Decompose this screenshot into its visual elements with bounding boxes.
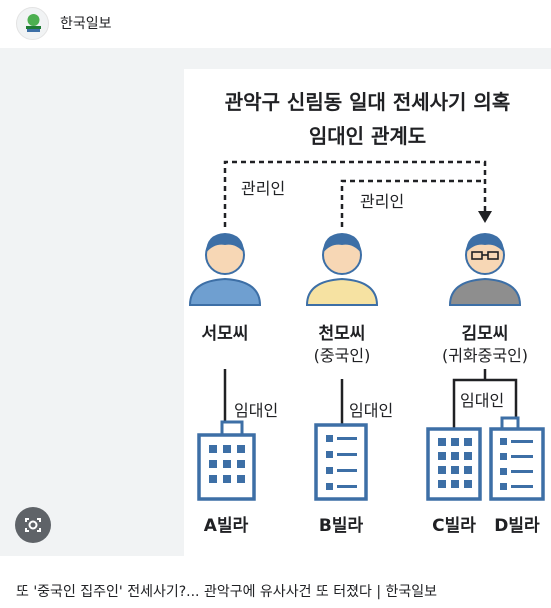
person-name-1: 서모씨 [202,324,249,344]
result-header: 한국일보 [0,0,551,48]
villa-label-c: C빌라 [432,516,476,536]
person-name-3: 김모씨 [462,324,509,344]
infographic-title-line1: 관악구 신림동 일대 전세사기 의혹 [224,90,511,114]
person-icon-cheon [305,233,379,306]
villa-d-building-icon [489,416,545,501]
site-name[interactable]: 한국일보 [60,16,112,32]
result-title-link[interactable]: 또 '중국인 집주인' 전세사기?... 관악구에 유사사건 또 터졌다 | 한… [16,584,438,600]
arrow-head-icon [478,211,492,223]
manager-connectors [223,160,487,227]
visual-search-button[interactable] [15,507,51,543]
site-logo[interactable] [16,7,49,40]
villa-label-d: D빌라 [494,516,540,536]
villa-label-a: A빌라 [204,516,249,536]
manager-label-2: 관리인 [360,192,404,211]
person-name-2: 천모씨 [319,324,366,344]
lens-icon [25,518,41,532]
manager-label-1: 관리인 [241,179,285,198]
person-icon-seo [188,233,262,306]
infographic-title-line2: 임대인 관계도 [308,124,427,148]
relationship-diagram: 관리인 관리인 [188,160,545,536]
villa-label-b: B빌라 [319,516,364,536]
lessor-label-3: 임대인 [460,391,504,410]
villa-c-building-icon [426,427,482,501]
person-note-3: (귀화중국인) [442,346,528,365]
villa-b-building-icon [314,423,368,501]
infographic: 관악구 신림동 일대 전세사기 의혹 임대인 관계도 관리인 관리인 [184,69,551,556]
person-icon-kim [448,233,522,306]
lessor-label-2: 임대인 [349,401,393,420]
lessor-label-1: 임대인 [234,401,278,420]
image-preview[interactable]: 관악구 신림동 일대 전세사기 의혹 임대인 관계도 관리인 관리인 [0,48,551,556]
person-note-2: (중국인) [314,346,371,365]
hankook-logo-icon [26,14,41,32]
villa-a-building-icon [197,420,256,501]
